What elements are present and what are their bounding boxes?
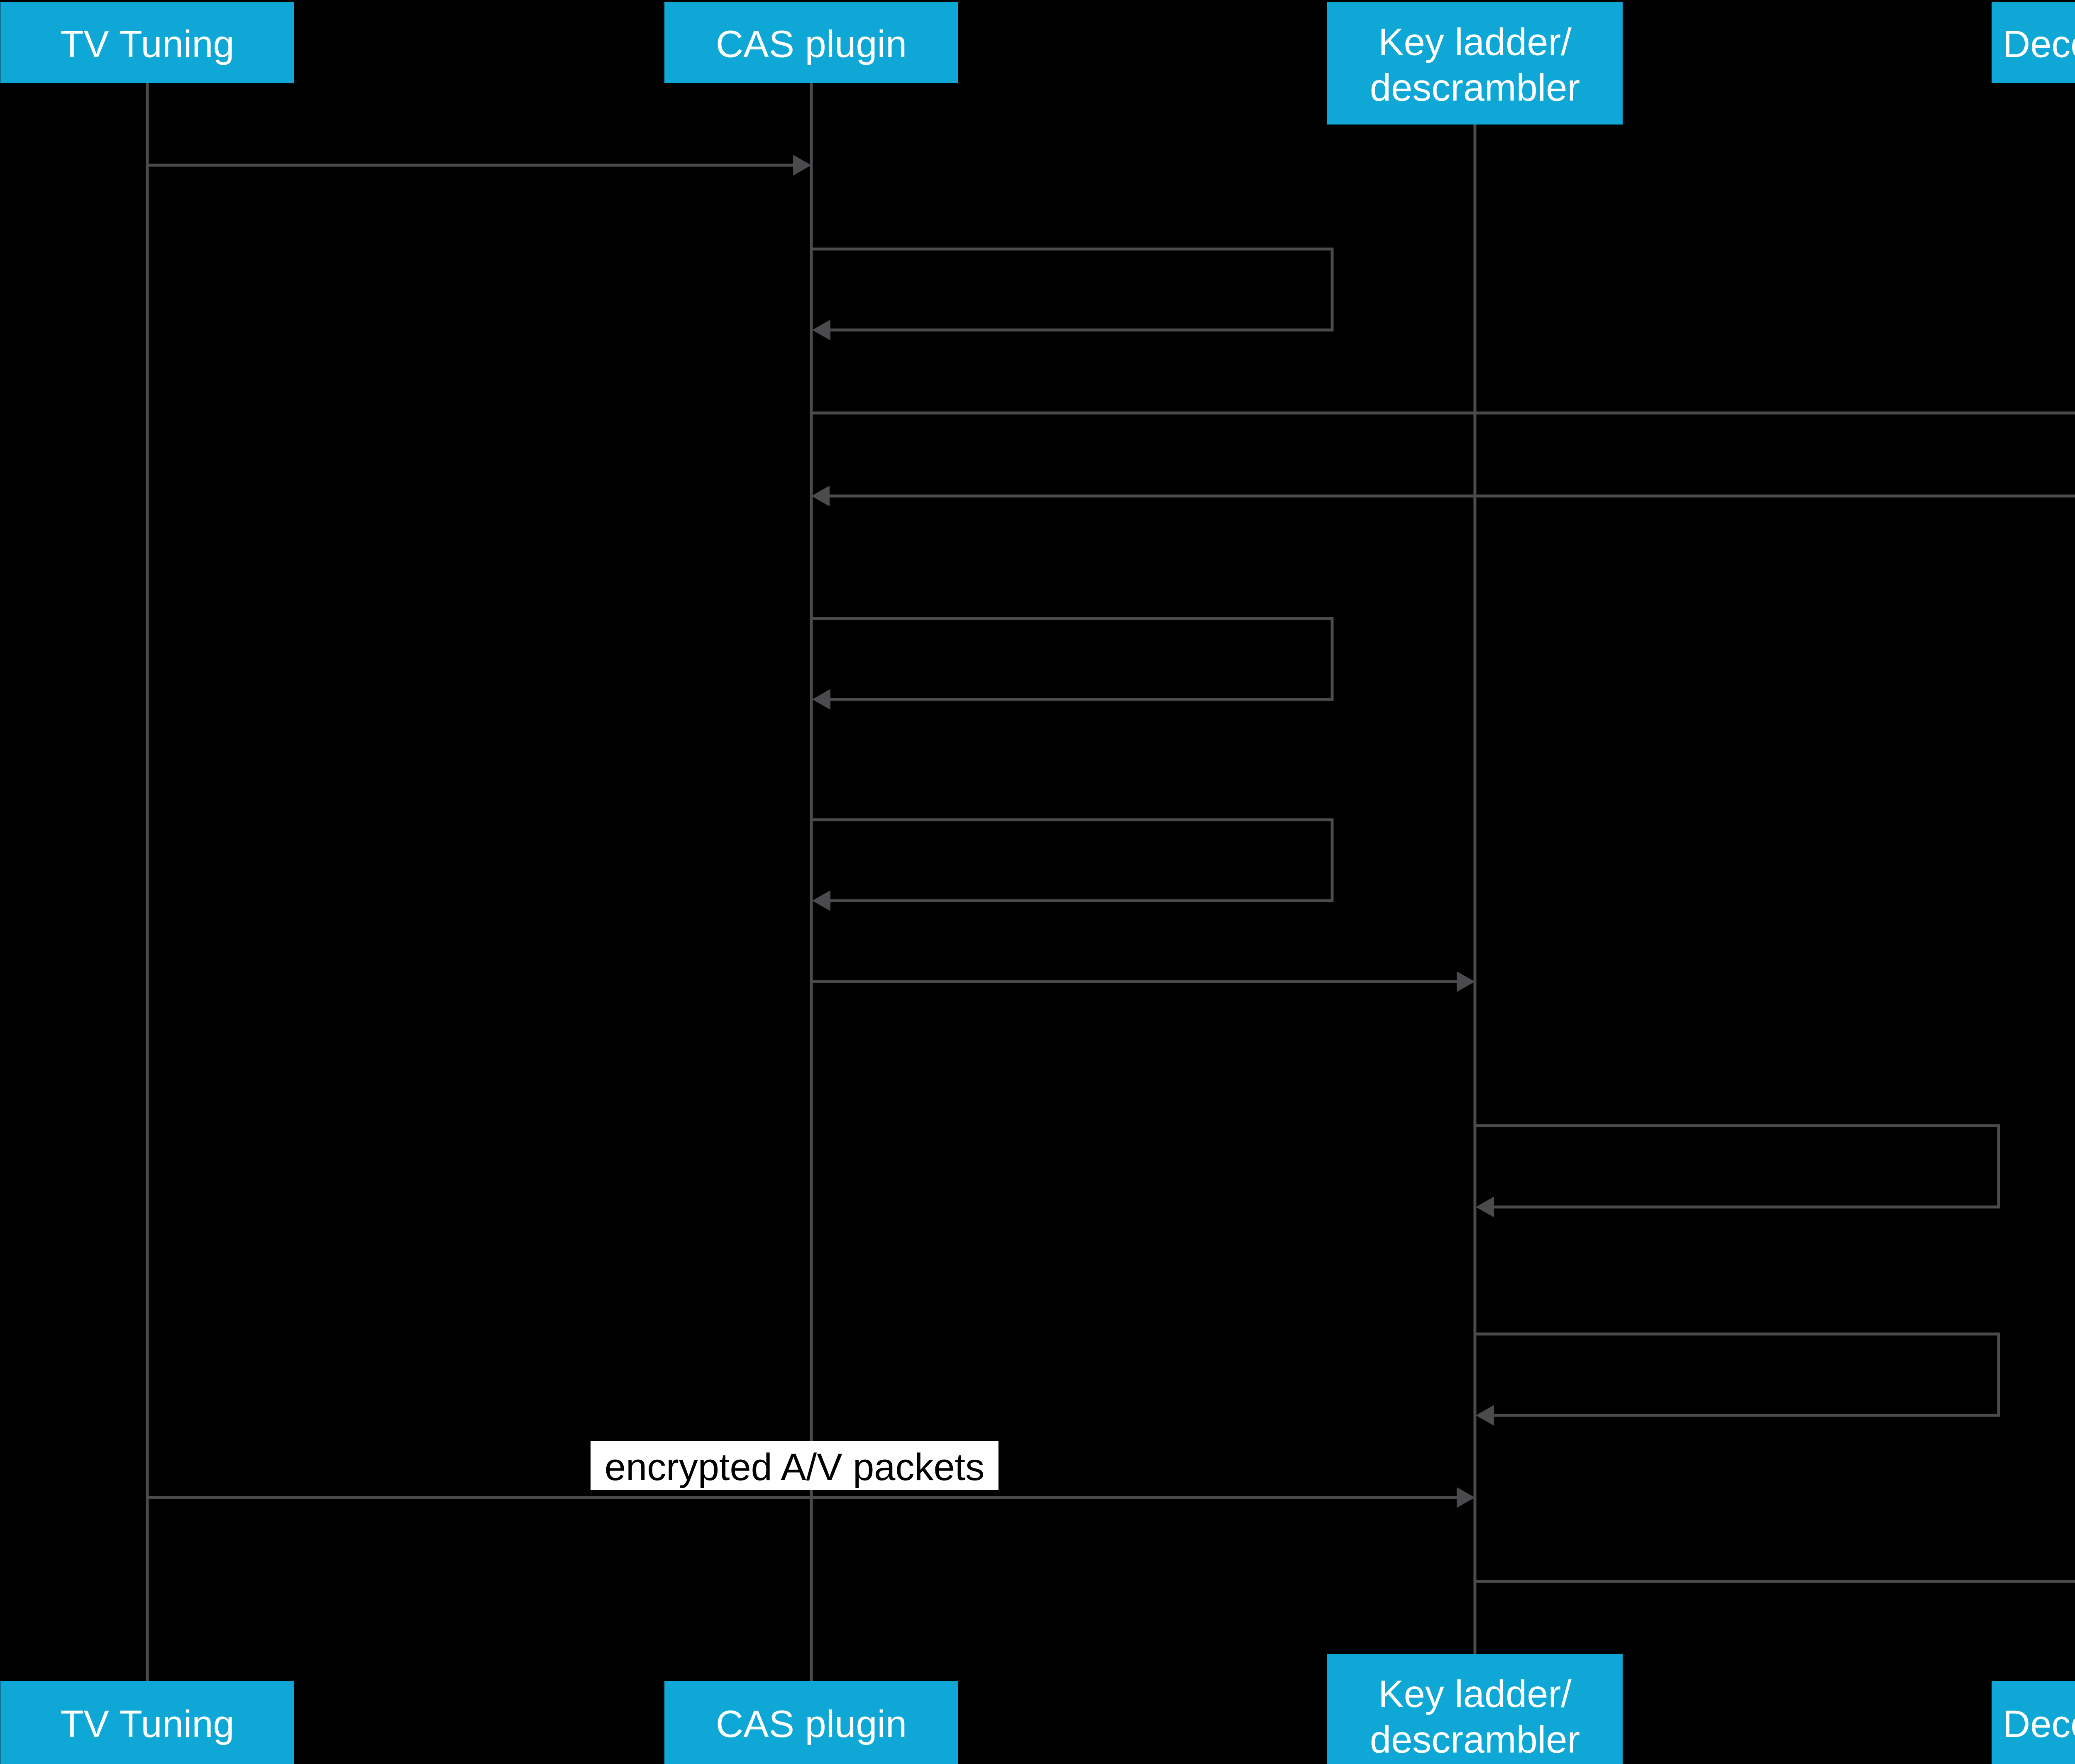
arrowhead-icon (793, 155, 811, 176)
message-label: encrypted A/V packets (605, 1446, 984, 1488)
participant-label-top-cas_plugin: CAS plugin (716, 23, 907, 66)
message-label-background (591, 1441, 998, 1490)
participant-label-bottom-decode_display: Decode, display (2003, 1703, 2075, 1745)
participant-box-bottom-cas_plugin (664, 1681, 958, 1764)
participant-label-top-key_ladder: Key ladder/ (1378, 21, 1572, 64)
participant-box-top-key_ladder (1327, 2, 1623, 125)
participant-label-top-decode_display: Decode, display (2003, 23, 2075, 66)
arrowhead-icon (812, 890, 830, 911)
self-message-loop (811, 818, 1334, 902)
participant-box-top-tv_tuning (0, 2, 294, 83)
participant-box-bottom-decode_display (1992, 1681, 2075, 1764)
participant-label-top-tv_tuning: TV Tuning (60, 23, 234, 66)
participant-label-bottom-key_ladder: descrambler (1370, 1719, 1580, 1761)
arrowhead-icon (1457, 971, 1475, 992)
arrowhead-icon (812, 320, 830, 340)
self-message-loop (811, 617, 1334, 701)
arrowhead-icon (811, 486, 830, 506)
self-message-loop (1475, 1124, 2000, 1209)
self-message-loop (1475, 1332, 2000, 1417)
participant-label-bottom-cas_plugin: CAS plugin (716, 1703, 907, 1745)
arrowhead-icon (1457, 1487, 1475, 1508)
self-message-loop (811, 247, 1334, 332)
participant-label-bottom-tv_tuning: TV Tuning (60, 1703, 234, 1745)
arrowhead-icon (1476, 1197, 1494, 1217)
participant-box-top-decode_display (1992, 2, 2075, 83)
participant-box-bottom-key_ladder (1327, 1654, 1623, 1764)
arrowhead-icon (1476, 1405, 1494, 1426)
participant-label-top-key_ladder: descrambler (1370, 67, 1580, 109)
arrowhead-icon (812, 689, 830, 710)
participant-box-top-cas_plugin (664, 2, 958, 83)
participant-box-bottom-tv_tuning (0, 1681, 294, 1764)
participant-label-bottom-key_ladder: Key ladder/ (1378, 1673, 1572, 1715)
